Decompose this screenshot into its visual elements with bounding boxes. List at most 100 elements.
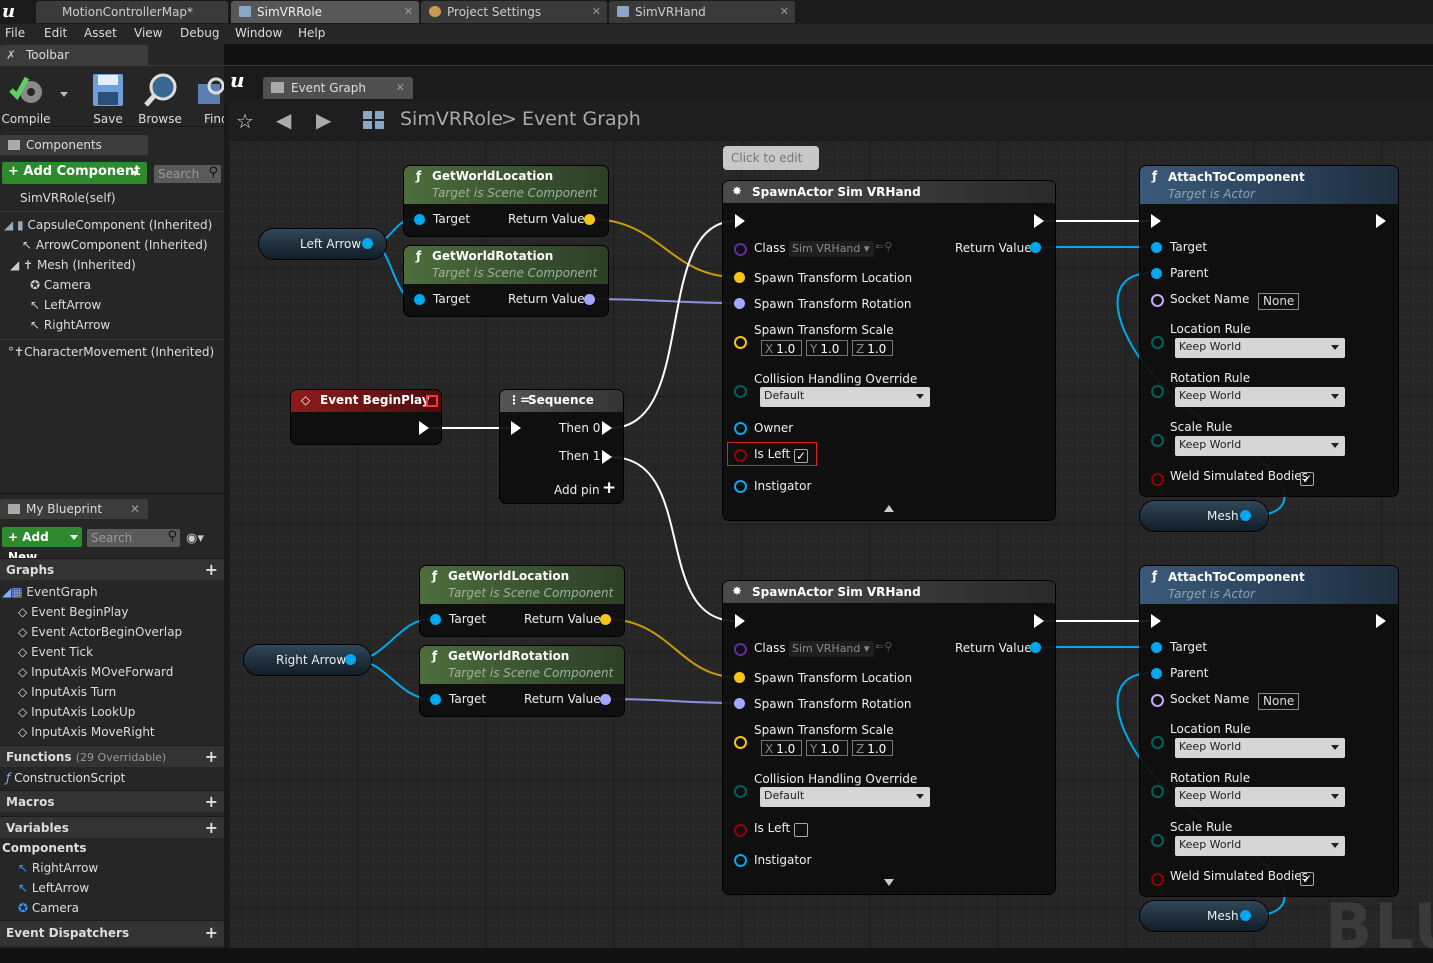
save-button[interactable]: Save — [83, 70, 133, 126]
event-item-move-right[interactable]: ◇ InputAxis MoveRight — [18, 725, 155, 739]
compile-button[interactable]: Compile — [1, 70, 51, 126]
exec-output-pin[interactable] — [419, 421, 429, 435]
target-pin[interactable] — [414, 214, 425, 225]
add-variable-plus-icon[interactable]: + — [204, 818, 218, 837]
section-functions[interactable]: Functions (29 Overridable) + — [0, 745, 224, 767]
location-rule-pin[interactable] — [1151, 336, 1164, 349]
return-value-pin[interactable] — [1030, 242, 1041, 253]
return-value-pin[interactable] — [600, 614, 611, 625]
rotation-rule-dropdown[interactable]: Keep World — [1175, 787, 1345, 807]
exec-output-pin[interactable] — [1034, 214, 1044, 228]
rotation-rule-dropdown[interactable]: Keep World — [1175, 387, 1345, 407]
target-pin[interactable] — [1151, 642, 1162, 653]
toolbar-panel-tab[interactable]: ✗ Toolbar — [0, 45, 148, 65]
socket-name-input[interactable]: None — [1258, 693, 1300, 710]
get-world-rotation-node-2[interactable]: ƒ GetWorldRotation Target is Scene Compo… — [420, 646, 624, 716]
section-macros[interactable]: Macros + — [0, 790, 224, 812]
menu-help[interactable]: Help — [298, 26, 326, 40]
collision-dropdown[interactable]: Default — [760, 387, 930, 407]
output-pin[interactable] — [345, 654, 356, 665]
output-pin[interactable] — [362, 238, 373, 249]
target-pin[interactable] — [1151, 242, 1162, 253]
tree-item-event-graph[interactable]: ◢▦ EventGraph — [2, 585, 98, 599]
tree-item-character-movement[interactable]: °✝CharacterMovement (Inherited) — [8, 345, 215, 359]
exec-output-pin[interactable] — [1376, 614, 1386, 628]
add-pin-plus-icon[interactable]: + — [602, 478, 617, 498]
tree-item-components-category[interactable]: Components — [2, 841, 87, 855]
section-event-dispatchers[interactable]: Event Dispatchers + — [0, 920, 224, 946]
attach-to-component-node-2[interactable]: ƒ AttachToComponent Target is Actor Targ… — [1140, 566, 1398, 896]
spawn-scale-pin[interactable] — [734, 736, 747, 749]
then1-pin[interactable] — [602, 450, 612, 464]
return-value-pin[interactable] — [1030, 642, 1041, 653]
exec-output-pin[interactable] — [1376, 214, 1386, 228]
return-value-pin[interactable] — [584, 214, 595, 225]
exec-input-pin[interactable] — [735, 214, 745, 228]
scale-rule-pin[interactable] — [1151, 434, 1164, 447]
browse-button[interactable]: Browse — [135, 70, 185, 126]
exec-input-pin[interactable] — [1151, 614, 1161, 628]
section-graphs[interactable]: Graphs + — [0, 558, 224, 580]
event-begin-play-node[interactable]: ◇ Event BeginPlay — [291, 390, 441, 444]
my-blueprint-search-input[interactable]: Search ⚲ — [87, 529, 180, 547]
menu-file[interactable]: File — [5, 26, 26, 40]
location-rule-pin[interactable] — [1151, 736, 1164, 749]
instigator-pin[interactable] — [734, 854, 747, 867]
breadcrumb-root[interactable]: SimVRRole — [400, 108, 503, 130]
browse-class-icon[interactable]: ⇐⚲ — [875, 640, 893, 653]
is-left-pin[interactable] — [734, 449, 747, 462]
exec-input-pin[interactable] — [1151, 214, 1161, 228]
get-world-location-node-1[interactable]: ƒ GetWorldLocation Target is Scene Compo… — [404, 166, 608, 236]
delegate-pin[interactable] — [426, 395, 438, 407]
variable-item-camera[interactable]: ✪ Camera — [18, 901, 79, 915]
is-left-pin[interactable] — [734, 824, 747, 837]
add-function-plus-icon[interactable]: + — [204, 747, 218, 766]
menu-window[interactable]: Window — [235, 26, 283, 40]
eye-icon[interactable]: ◉▾ — [186, 531, 204, 546]
collision-dropdown[interactable]: Default — [760, 787, 930, 807]
output-pin[interactable] — [1240, 510, 1251, 521]
close-icon[interactable]: ✕ — [591, 5, 601, 18]
collapse-arrow-icon[interactable] — [884, 505, 894, 512]
return-value-pin[interactable] — [584, 294, 595, 305]
compile-options-arrow-icon[interactable] — [60, 92, 68, 97]
is-left-checkbox-checked[interactable]: ✓ — [794, 449, 808, 463]
close-icon[interactable]: ✕ — [129, 502, 140, 516]
instigator-pin[interactable] — [734, 480, 747, 493]
target-pin[interactable] — [414, 294, 425, 305]
collision-pin[interactable] — [734, 785, 747, 798]
socket-name-input[interactable]: None — [1258, 293, 1300, 310]
scale-rule-pin[interactable] — [1151, 834, 1164, 847]
add-macro-plus-icon[interactable]: + — [204, 792, 218, 811]
weld-checkbox-checked[interactable]: ✓ — [1300, 872, 1314, 886]
rotation-rule-pin[interactable] — [1151, 385, 1164, 398]
spawn-actor-node-1[interactable]: ✸ SpawnActor Sim VRHand Class Sim VRHand… — [723, 181, 1055, 520]
expand-arrow-icon[interactable] — [884, 879, 894, 886]
class-pin[interactable] — [734, 643, 747, 656]
event-item-actor-begin-overlap[interactable]: ◇ Event ActorBeginOverlap — [18, 625, 183, 639]
star-icon[interactable]: ☆ — [236, 109, 254, 133]
spawn-actor-node-2[interactable]: ✸ SpawnActor Sim VRHand Class Sim VRHand… — [723, 581, 1055, 894]
socket-name-pin[interactable] — [1151, 294, 1164, 307]
collision-pin[interactable] — [734, 385, 747, 398]
my-blueprint-panel-tab[interactable]: My Blueprint ✕ — [0, 499, 148, 519]
target-pin[interactable] — [430, 614, 441, 625]
tree-item-construction-script[interactable]: ƒ ConstructionScript — [6, 771, 126, 785]
class-select[interactable]: Sim VRHand ▾ — [789, 241, 874, 257]
tree-item-right-arrow[interactable]: ↖ RightArrow — [30, 318, 111, 332]
location-rule-dropdown[interactable]: Keep World — [1175, 338, 1345, 358]
components-search-input[interactable]: Search ⚲ — [154, 165, 221, 183]
event-item-turn[interactable]: ◇ InputAxis Turn — [18, 685, 117, 699]
back-arrow-icon[interactable]: ◀ — [276, 108, 292, 132]
left-arrow-variable-node[interactable]: Left Arrow — [259, 229, 386, 259]
menu-view[interactable]: View — [134, 26, 163, 40]
sequence-node[interactable]: ⋮= Sequence Then 0 Then 1 Add pin + — [500, 390, 623, 503]
add-component-button[interactable]: + Add Component — [2, 162, 147, 184]
spawn-location-pin[interactable] — [734, 672, 745, 683]
